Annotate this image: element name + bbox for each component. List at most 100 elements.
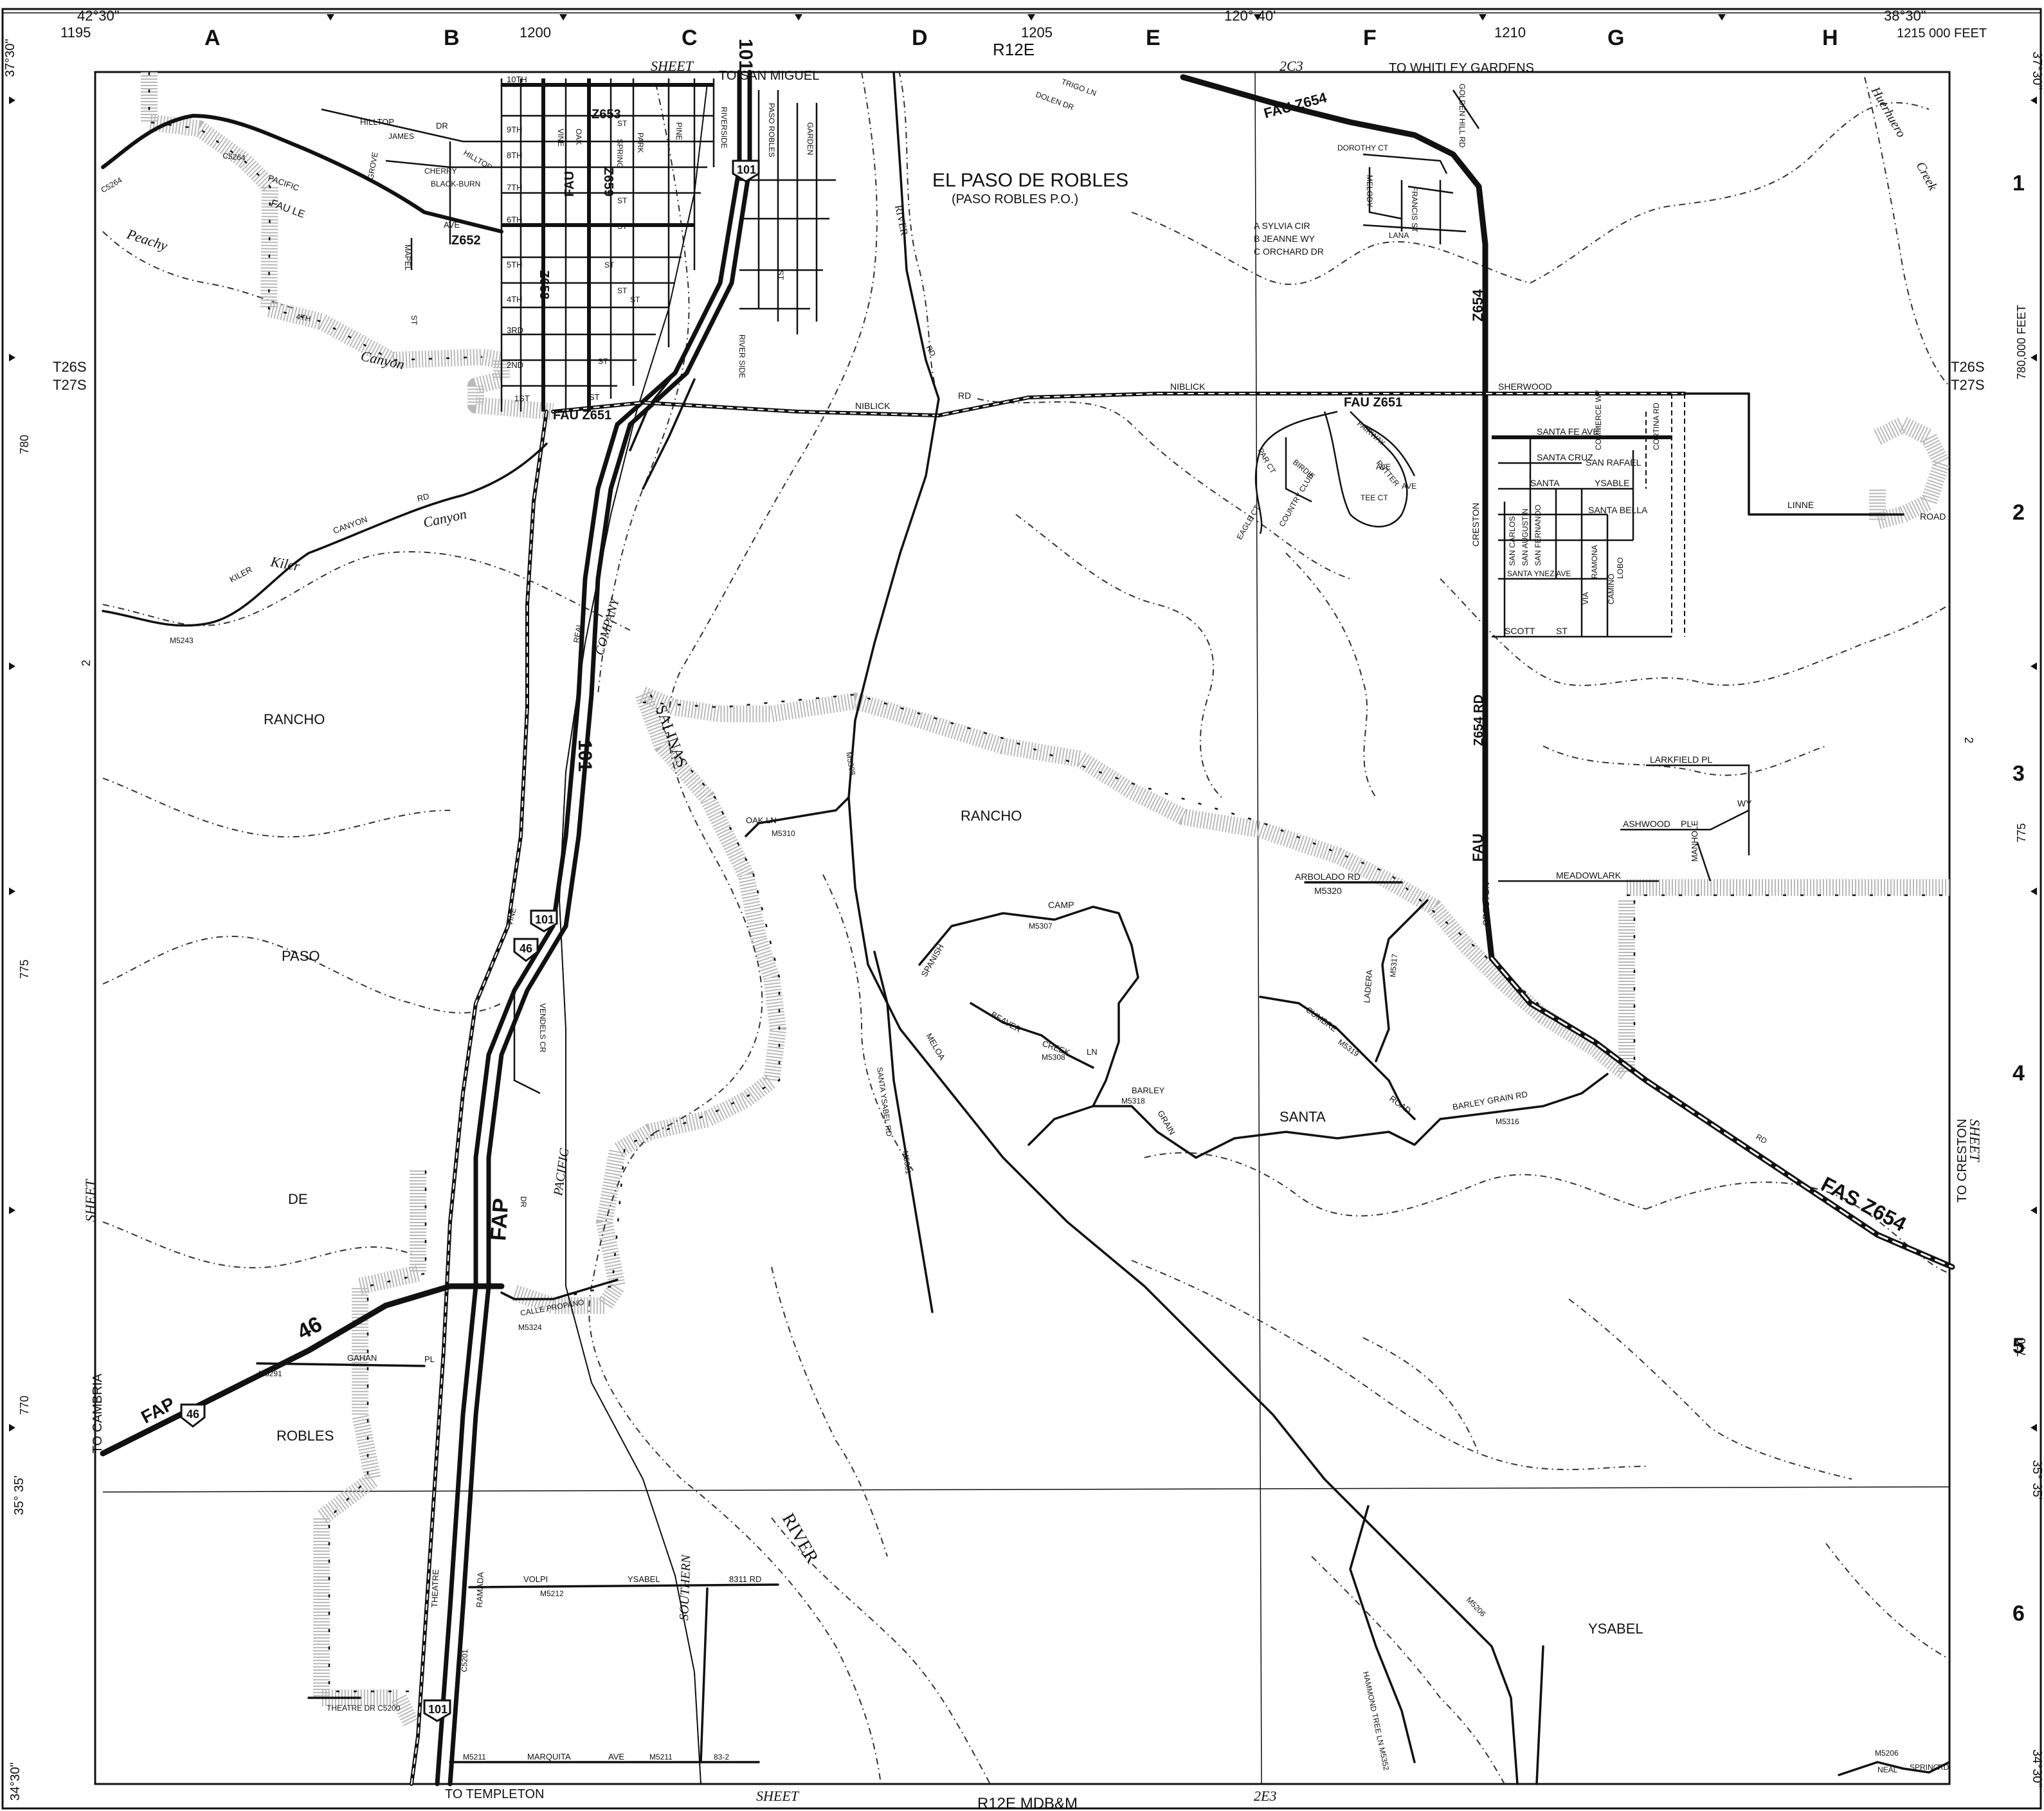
label-m5243: M5243 xyxy=(170,636,194,645)
city-limit-boundary xyxy=(141,72,1950,1727)
label-st2: ST xyxy=(410,315,419,325)
sheet-left: SHEET xyxy=(82,1178,98,1222)
label-ave: AVE xyxy=(608,1752,624,1761)
label-st7: ST xyxy=(604,260,615,269)
kiler-label: Kiler xyxy=(269,553,301,574)
label-9th: 9TH xyxy=(507,125,523,134)
barley-grain-road xyxy=(1195,1073,1609,1159)
label-m5212: M5212 xyxy=(540,1589,564,1598)
creston-road xyxy=(1180,74,1955,1270)
grid-1195: 1195 xyxy=(60,24,91,41)
label-c5264b: C5264 xyxy=(222,151,246,163)
fau-z651-label: FAU Z651 xyxy=(553,408,611,423)
rancho-left-1: RANCHO xyxy=(264,711,325,727)
label-niblick: NIBLICK xyxy=(855,401,891,411)
side-margin-info: 37°30" 37°30" T26S T27S T26S T27S 780,00… xyxy=(3,39,2044,1801)
label-5th: 5TH xyxy=(507,260,523,269)
country-club-streets xyxy=(1254,410,1416,534)
fau-z659-label: Z659 xyxy=(601,167,615,197)
label-st9: ST xyxy=(630,295,640,304)
label-oak-ln: OAK LN xyxy=(746,815,777,825)
rancho-left-2: PASO xyxy=(282,948,320,964)
santa-fe-subdivision xyxy=(1492,394,1685,638)
label-ladera: LADERA xyxy=(1362,969,1375,1003)
label-ln: LN xyxy=(1087,1047,1098,1057)
sheet-top-number: 2C3 xyxy=(1280,58,1303,74)
label-4th-b: 4TH xyxy=(507,295,523,304)
label-beaver: BEAVER xyxy=(990,1010,1023,1035)
col-label-g: G xyxy=(1607,26,1624,50)
fau-z654-label-rd: Z654 RD xyxy=(1472,695,1486,746)
tick-left-780: 780 xyxy=(18,435,31,454)
lat-right-top: 37°30" xyxy=(2030,51,2044,90)
label-sherwood: SHERWOOD xyxy=(1498,381,1552,392)
label-san-carlos: SAN CARLOS xyxy=(1508,516,1517,566)
label-tee: TEE CT xyxy=(1361,493,1388,502)
rancho-left-3: DE xyxy=(288,1191,308,1207)
row-label-3: 3 xyxy=(2012,761,2025,786)
label-riverside: RIVERSIDE xyxy=(719,107,728,149)
label-st10: ST xyxy=(598,357,608,366)
label-ave4: AVE xyxy=(1402,482,1416,491)
to-creston: TO CRESTON xyxy=(1955,1119,1969,1203)
route-shields: 101 101 46 46 101 xyxy=(180,159,760,1722)
grid-1200: 1200 xyxy=(520,24,551,41)
label-real: REAL xyxy=(572,622,584,644)
label-camp: CAMP xyxy=(1048,900,1074,910)
label-dorothy: DOROTHY CT xyxy=(1337,143,1389,152)
label-linne: LINNE xyxy=(1787,500,1814,510)
label-m5206b: M5206 xyxy=(1875,1749,1899,1758)
sheet-top: SHEET xyxy=(651,58,694,74)
row-label-4: 4 xyxy=(2012,1061,2025,1086)
pacific-label: PACIFIC xyxy=(551,1147,572,1197)
huerhuero-label: Huerhuero xyxy=(1868,84,1908,140)
township-right-1: T26S xyxy=(1951,359,1985,375)
col-label-a: A xyxy=(204,26,221,50)
creek-label: Creek xyxy=(1913,159,1940,194)
label-ashwood: ASHWOOD xyxy=(1623,819,1670,829)
label-c5201: C5201 xyxy=(460,1649,469,1672)
label-calle-propano: CALLE PROPANO xyxy=(520,1298,584,1318)
bottom-margin-info: TO TEMPLETON SHEET 2E3 R12E MDB&M xyxy=(445,1787,1276,1811)
to-templeton: TO TEMPLETON xyxy=(445,1787,544,1801)
label-santa-fe: SANTA FE AVE xyxy=(1537,426,1599,437)
range-top: R12E xyxy=(993,40,1035,59)
cumbre-road xyxy=(1259,996,1416,1120)
label-creston: CRESTON xyxy=(1470,503,1481,547)
us-101-shield-1: 101 xyxy=(732,159,760,183)
outer-frame xyxy=(1,8,2042,1810)
beaver-creek-ln xyxy=(970,1002,1094,1069)
label-hammond-tree: HAMMOND TREE LN M5352 xyxy=(1361,1671,1391,1772)
barley-road xyxy=(1027,1105,1197,1159)
city-po: (PASO ROBLES P.O.) xyxy=(952,192,1078,206)
kiler-canyon-label: Canyon xyxy=(422,505,468,531)
pacific-avenue xyxy=(101,114,503,233)
label-camino: CAMINO xyxy=(1607,574,1616,605)
label-pine: PINE xyxy=(674,122,683,140)
label-st8: ST xyxy=(617,286,628,295)
label-m5308: M5308 xyxy=(1042,1053,1065,1062)
township-left-2: T27S xyxy=(53,377,87,393)
label-m5211: M5211 xyxy=(463,1752,486,1761)
camp-road xyxy=(918,906,1139,1107)
grid-line-longitude xyxy=(1254,71,1262,1785)
label-lobo: LOBO xyxy=(1616,558,1625,579)
label-st3: ST xyxy=(589,392,600,402)
fau-z658-label: Z658 xyxy=(537,270,551,300)
label-m5318: M5318 xyxy=(1121,1097,1145,1106)
tick-right-770: 770 xyxy=(2015,1338,2028,1357)
lon-top-left: 42°30" xyxy=(77,8,120,24)
col-label-e: E xyxy=(1146,26,1161,50)
ladera-road xyxy=(1375,899,1429,1062)
to-cambria: TO CAMBRIA xyxy=(91,1373,105,1453)
label-ramada: RAMADA xyxy=(475,1572,485,1608)
label-vine-frontage: VINE xyxy=(505,907,518,927)
label-riverside-ave: RIVER SIDE xyxy=(737,334,746,378)
label-8th: 8TH xyxy=(507,150,523,160)
rancho-left-4: ROBLES xyxy=(276,1428,334,1444)
place-labels: EL PASO DE ROBLES (PASO ROBLES P.O.) A S… xyxy=(125,39,1940,1637)
label-barley: BARLEY xyxy=(1132,1086,1165,1095)
sheet-bottom-number: 2E3 xyxy=(1254,1788,1276,1804)
label-marquita: MARQUITA xyxy=(527,1752,571,1761)
label-rd4: RD xyxy=(924,344,937,358)
